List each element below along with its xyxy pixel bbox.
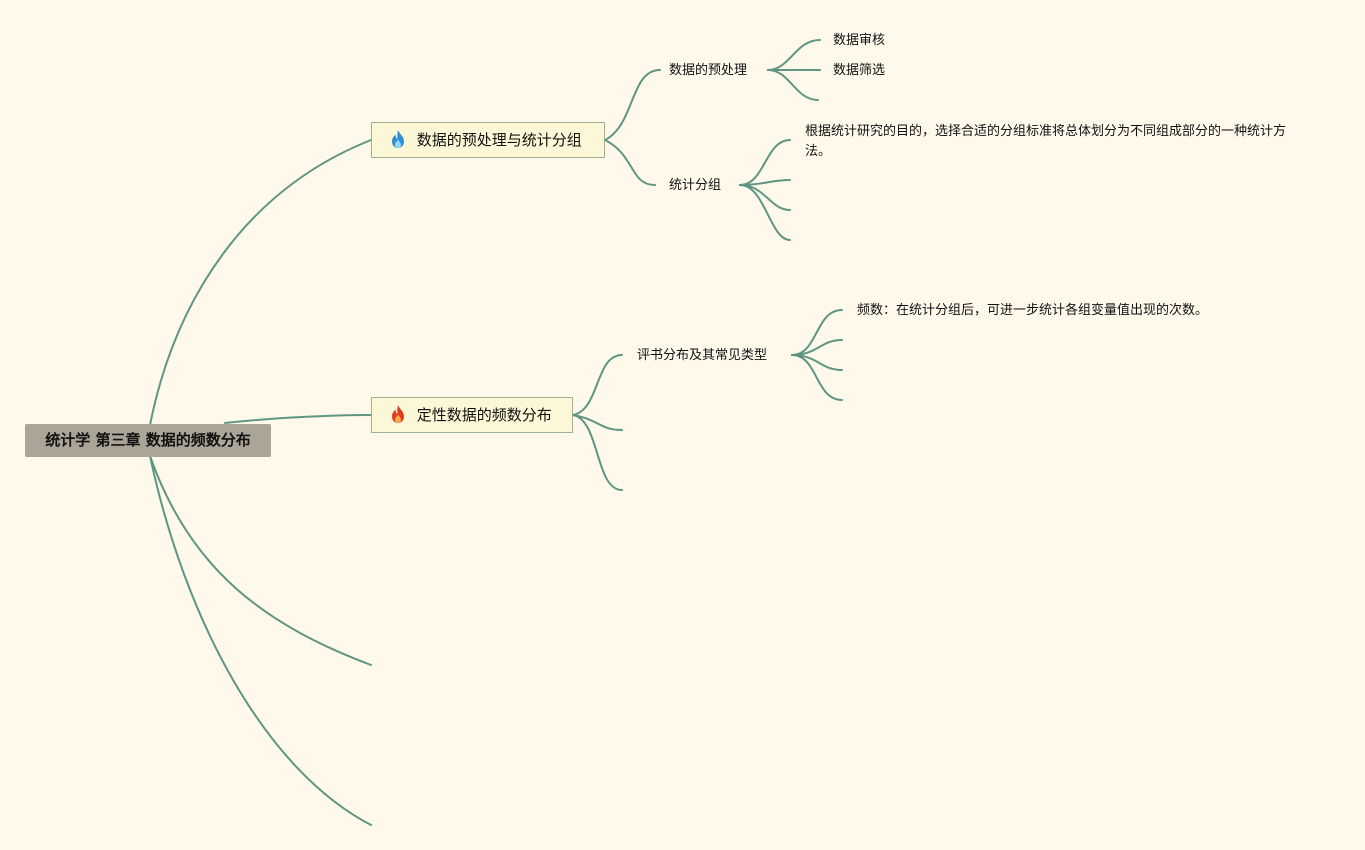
connector-branch-1-to-grouping (604, 139, 656, 186)
connector-branch-2-to-empty-2 (572, 414, 623, 491)
frequency-definition-note[interactable]: 频数：在统计分组后，可进一步统计各组变量值出现的次数。 (857, 303, 1209, 318)
connector-branch-2-to-distribution (572, 354, 623, 416)
connector-branch-1-to-preprocess (604, 69, 661, 141)
red-flame-icon (392, 405, 404, 423)
subtopic-distribution-types[interactable]: 评书分布及其常见类型 (637, 348, 768, 363)
main-topic-preprocessing-grouping-label: 数据的预处理与统计分组 (416, 131, 582, 149)
grouping-definition-note[interactable]: 根据统计研究的目的，选择合适的分组标准将总体划分为不同组成部分的一种统计方法。 (805, 124, 1287, 159)
subtopic-data-review[interactable]: 数据审核 (833, 33, 886, 48)
subtopic-data-filtering[interactable]: 数据筛选 (833, 63, 886, 78)
blue-flame-icon (392, 130, 404, 148)
main-topic-preprocessing-grouping[interactable]: 数据的预处理与统计分组 (371, 122, 605, 158)
connector-root-to-branch-3 (149, 455, 372, 666)
connector-grouping-to-definition (739, 139, 791, 186)
connector-root-to-branch-1 (149, 139, 372, 426)
connector-preprocess-to-review (767, 39, 821, 71)
connector-distribution-to-empty-3 (791, 354, 843, 401)
connector-root-to-branch-2 (224, 414, 372, 424)
subtopic-statistical-grouping[interactable]: 统计分组 (669, 178, 722, 193)
main-topic-qualitative-frequency-label: 定性数据的频数分布 (416, 406, 552, 424)
central-topic[interactable]: 统计学 第三章 数据的频数分布 (25, 424, 271, 457)
connector-root-to-branch-4 (149, 455, 372, 826)
connector-grouping-to-empty-3 (739, 184, 791, 241)
connector-grouping-to-empty-2 (739, 184, 791, 211)
main-topic-qualitative-frequency[interactable]: 定性数据的频数分布 (371, 397, 573, 433)
connector-preprocess-to-empty (767, 69, 819, 101)
subtopic-data-preprocessing[interactable]: 数据的预处理 (669, 63, 748, 78)
